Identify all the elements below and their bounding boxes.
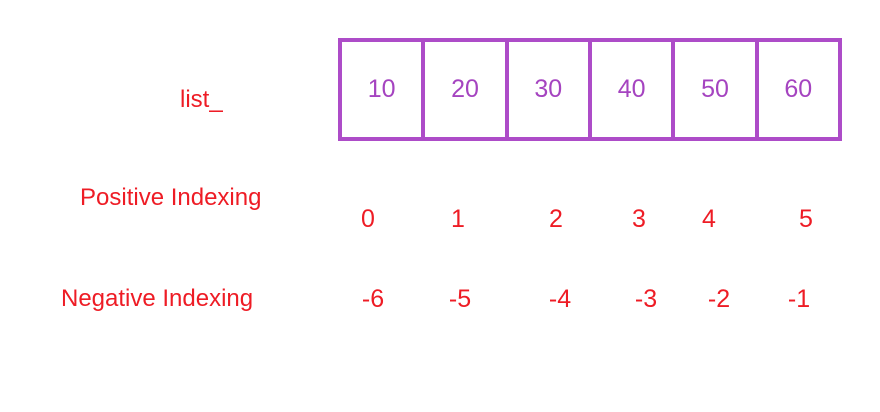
list-cell: 10 <box>367 75 396 103</box>
positive-index: 2 <box>549 205 563 233</box>
positive-index: 1 <box>451 205 465 233</box>
negative-indexing-label: Negative Indexing <box>61 285 254 312</box>
list-cell: 60 <box>754 42 838 137</box>
list-cell: 50 <box>671 42 754 137</box>
negative-index: -2 <box>707 285 731 313</box>
negative-index: -4 <box>548 285 572 313</box>
list-cell: 30 <box>504 42 588 137</box>
list-cell: 20 <box>421 42 504 137</box>
list-name-label: list_ <box>180 86 223 113</box>
negative-index: -1 <box>787 285 811 313</box>
positive-index: 0 <box>361 205 375 233</box>
negative-index: -5 <box>448 285 472 313</box>
negative-index: -3 <box>634 285 658 313</box>
positive-indexing-label: Positive Indexing <box>80 184 262 211</box>
positive-index: 4 <box>702 205 716 233</box>
list-array: 10 20 30 40 50 60 <box>338 38 842 141</box>
positive-index: 3 <box>632 205 646 233</box>
positive-index: 5 <box>799 205 813 233</box>
negative-index: -6 <box>361 285 385 313</box>
list-cell: 40 <box>587 42 671 137</box>
